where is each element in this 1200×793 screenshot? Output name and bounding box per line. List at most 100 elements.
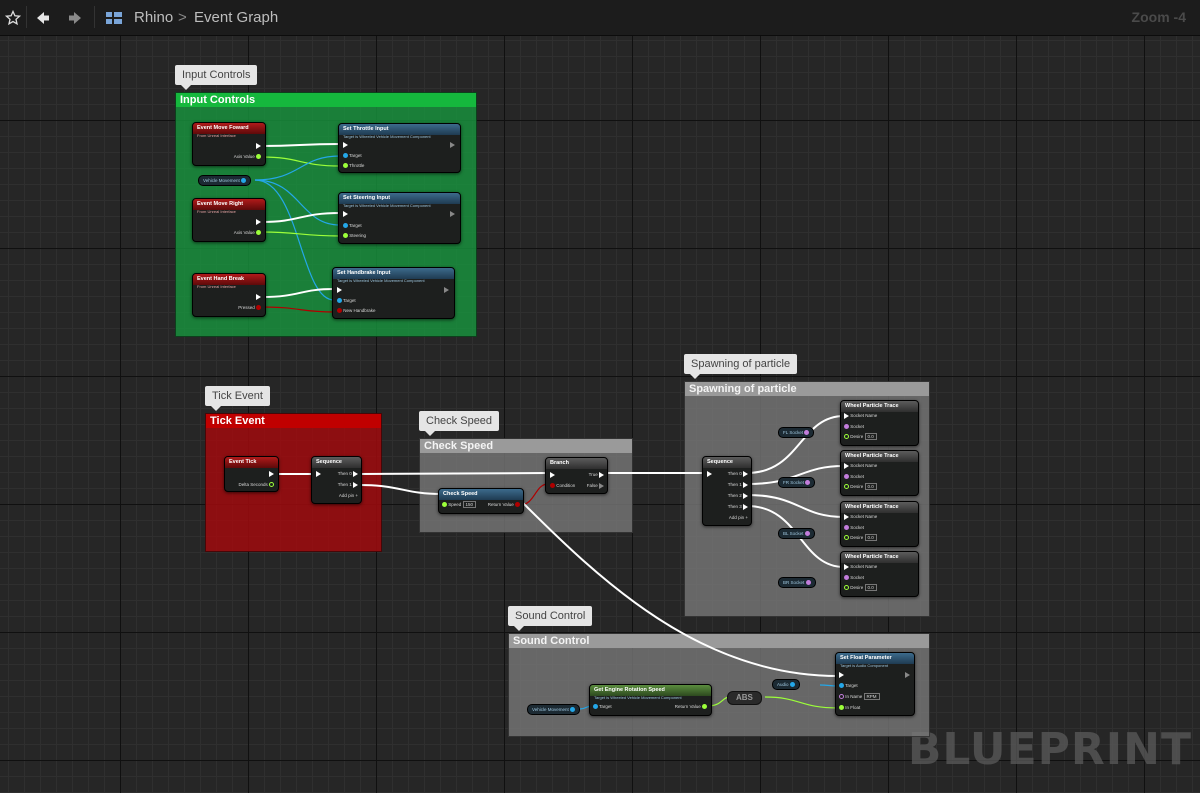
return-value-pin[interactable]: Return Value	[675, 704, 707, 710]
axis-value-pin[interactable]: Axis Value	[234, 154, 261, 160]
socket-pin[interactable]: Socket	[844, 424, 864, 430]
get-engine-rotation-speed-node[interactable]: Get Engine Rotation Speed Target is Whee…	[589, 684, 712, 716]
then-0-pin[interactable]: Then 0	[338, 471, 358, 477]
socket-name-pin[interactable]: Socket Name	[844, 564, 877, 570]
comment-tab-input-controls[interactable]: Input Controls	[175, 65, 258, 90]
wheel-particle-trace-node-4[interactable]: Wheel Particle Trace Socket Name Socket …	[840, 551, 919, 597]
set-float-parameter-node[interactable]: Set Float Parameter Target is Audio Comp…	[835, 652, 915, 716]
target-pin[interactable]: Target	[343, 223, 362, 229]
throttle-pin[interactable]: Throttle	[343, 163, 364, 169]
node-title: Wheel Particle Trace	[841, 502, 918, 513]
blueprint-icon	[103, 0, 125, 35]
exec-out-pin[interactable]	[269, 471, 274, 477]
target-pin[interactable]: Target	[337, 298, 356, 304]
exec-out-pin[interactable]	[450, 211, 455, 217]
fr-socket-variable[interactable]: FR Socket	[778, 477, 816, 488]
comment-tab-check-speed[interactable]: Check Speed	[419, 411, 500, 436]
target-pin[interactable]: Target	[593, 704, 612, 710]
pressed-pin[interactable]: Pressed	[238, 305, 261, 311]
delta-seconds-pin[interactable]: Delta Seconds	[238, 482, 274, 488]
target-pin[interactable]: Target	[343, 153, 362, 159]
branch-node[interactable]: Branch Condition True False	[545, 457, 608, 494]
exec-out-pin[interactable]	[444, 287, 449, 293]
exec-out-pin[interactable]	[256, 219, 261, 225]
exec-in-pin[interactable]	[839, 672, 844, 678]
vehicle-movement-variable[interactable]: Vehicle Movement	[198, 175, 252, 186]
true-pin[interactable]: True	[589, 472, 604, 478]
exec-in-pin[interactable]	[343, 211, 348, 217]
forward-arrow-icon[interactable]	[64, 0, 86, 35]
new-handbrake-pin[interactable]: New Handbrake	[337, 308, 376, 314]
in-float-pin[interactable]: In Float	[839, 705, 860, 711]
event-tick-node[interactable]: Event Tick Delta Seconds	[224, 456, 279, 492]
event-hand-break-node[interactable]: Event Hand Break From Unreal Interface P…	[192, 273, 266, 317]
in-name-pin[interactable]: In Name RPM	[839, 693, 880, 700]
comment-tab-spawning[interactable]: Spawning of particle	[684, 354, 798, 379]
set-throttle-input-node[interactable]: Set Throttle Input Target is Wheeled Veh…	[338, 123, 461, 173]
node-title: Set Steering Input	[339, 193, 460, 204]
exec-in-pin[interactable]	[550, 472, 555, 478]
sequence-node-1[interactable]: Sequence Then 0 Then 1 Add pin +	[311, 456, 362, 504]
then-1-pin[interactable]: Then 1	[728, 482, 748, 488]
check-speed-node[interactable]: Check Speed Speed 150 Return Value	[438, 488, 524, 514]
br-socket-variable[interactable]: BR Socket	[778, 577, 816, 588]
comment-box-check-speed[interactable]: Check Speed	[419, 438, 633, 533]
bl-socket-variable[interactable]: BL Socket	[778, 528, 815, 539]
socket-name-pin[interactable]: Socket Name	[844, 514, 877, 520]
desire-pin[interactable]: Desire 0.0	[844, 433, 877, 440]
exec-in-pin[interactable]	[707, 471, 712, 477]
exec-out-pin[interactable]	[256, 143, 261, 149]
fl-socket-variable[interactable]: FL Socket	[778, 427, 815, 438]
node-subtitle: From Unreal Interface	[197, 133, 236, 138]
speed-pin[interactable]: Speed 150	[442, 501, 477, 508]
target-pin[interactable]: Target	[839, 683, 858, 689]
wheel-particle-trace-node-2[interactable]: Wheel Particle Trace Socket Name Socket …	[840, 450, 919, 496]
node-subtitle: From Unreal Interface	[197, 209, 236, 214]
exec-in-pin[interactable]	[343, 142, 348, 148]
wheel-particle-trace-node-3[interactable]: Wheel Particle Trace Socket Name Socket …	[840, 501, 919, 547]
exec-in-pin[interactable]	[316, 471, 321, 477]
set-handbrake-input-node[interactable]: Set Handbrake Input Target is Wheeled Ve…	[332, 267, 455, 319]
then-1-pin[interactable]: Then 1	[338, 482, 358, 488]
false-pin[interactable]: False	[587, 483, 604, 489]
then-0-pin[interactable]: Then 0	[728, 471, 748, 477]
socket-name-pin[interactable]: Socket Name	[844, 463, 877, 469]
socket-pin[interactable]: Socket	[844, 474, 864, 480]
star-icon[interactable]	[2, 0, 24, 35]
wheel-particle-trace-node-1[interactable]: Wheel Particle Trace Socket Name Socket …	[840, 400, 919, 446]
add-pin-button[interactable]: Add pin +	[338, 493, 358, 498]
then-3-pin[interactable]: Then 3	[728, 504, 748, 510]
steering-pin[interactable]: Steering	[343, 233, 366, 239]
back-arrow-icon[interactable]	[32, 0, 54, 35]
exec-in-pin[interactable]	[337, 287, 342, 293]
exec-out-pin[interactable]	[450, 142, 455, 148]
condition-pin[interactable]: Condition	[550, 483, 575, 489]
sequence-node-2[interactable]: Sequence Then 0 Then 1 Then 2 Then 3 Add…	[702, 456, 752, 526]
socket-pin[interactable]: Socket	[844, 525, 864, 531]
set-steering-input-node[interactable]: Set Steering Input Target is Wheeled Veh…	[338, 192, 461, 244]
breadcrumb-root[interactable]: Rhino	[134, 9, 174, 26]
event-move-right-node[interactable]: Event Move Right From Unreal Interface A…	[192, 198, 266, 242]
node-subtitle: Target is Audio Component	[840, 663, 889, 668]
socket-name-pin[interactable]: Socket Name	[844, 413, 877, 419]
desire-pin[interactable]: Desire 0.0	[844, 534, 877, 541]
event-move-forward-node[interactable]: Event Move Foward From Unreal Interface …	[192, 122, 266, 166]
then-2-pin[interactable]: Then 2	[728, 493, 748, 499]
exec-out-pin[interactable]	[905, 672, 910, 678]
node-title: Event Move Right	[193, 199, 265, 210]
node-title: Event Tick	[225, 457, 278, 468]
desire-pin[interactable]: Desire 0.0	[844, 584, 877, 591]
exec-out-pin[interactable]	[256, 294, 261, 300]
comment-tab-tick-event[interactable]: Tick Event	[205, 386, 270, 411]
desire-pin[interactable]: Desire 0.0	[844, 483, 877, 490]
socket-pin[interactable]: Socket	[844, 575, 864, 581]
vehicle-movement-variable-2[interactable]: Vehicle Movement	[527, 704, 581, 715]
add-pin-button[interactable]: Add pin +	[728, 515, 748, 520]
node-title: Branch	[546, 458, 607, 469]
return-value-pin[interactable]: Return Value	[488, 502, 520, 508]
abs-node[interactable]: ABS	[727, 691, 762, 705]
audio-variable[interactable]: Audio	[772, 679, 800, 690]
comment-tab-sound-control[interactable]: Sound Control	[508, 606, 593, 631]
axis-value-pin[interactable]: Axis Value	[234, 230, 261, 236]
